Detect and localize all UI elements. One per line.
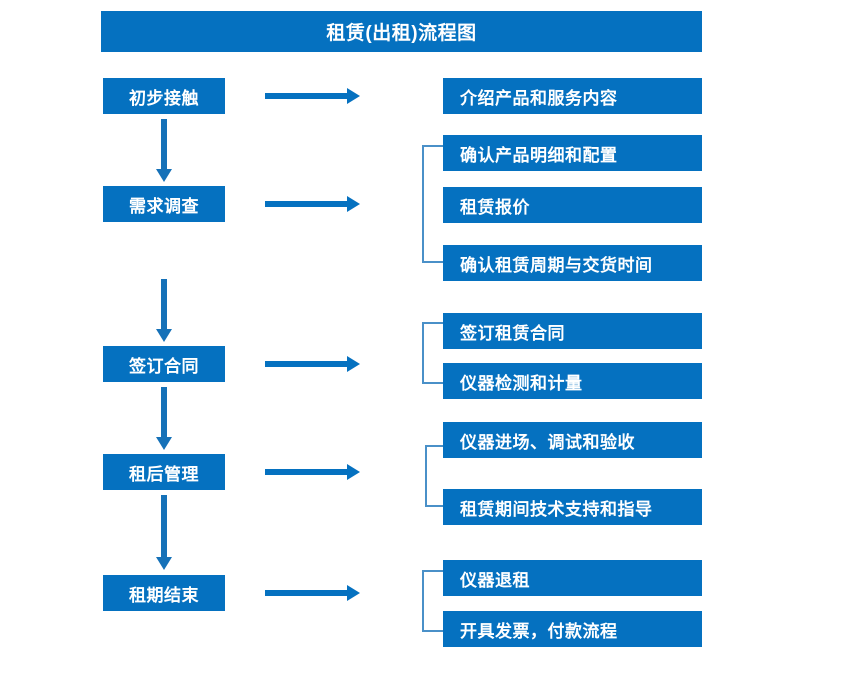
arrow-stem: [265, 361, 347, 367]
detail-box-5: 签订租赁合同: [443, 313, 702, 349]
arrow-down-icon-1: [156, 119, 172, 182]
arrow-stem: [161, 279, 167, 329]
arrow-head: [156, 557, 172, 570]
arrow-down-icon-4: [156, 495, 172, 570]
arrow-head: [347, 464, 360, 480]
detail-box-1: 介绍产品和服务内容: [443, 78, 702, 114]
arrow-head: [156, 169, 172, 182]
arrow-head: [347, 88, 360, 104]
arrow-stem: [161, 119, 167, 169]
detail-box-4: 确认租赁周期与交货时间: [443, 245, 702, 281]
group-bracket-4: [422, 570, 443, 632]
stage-box-5: 租期结束: [103, 575, 225, 611]
arrow-stem: [265, 469, 347, 475]
stage-box-3: 签订合同: [103, 346, 225, 382]
arrow-right-icon-1: [265, 88, 360, 104]
arrow-stem: [265, 93, 347, 99]
arrow-head: [156, 437, 172, 450]
page-title: 租赁(出租)流程图: [101, 11, 702, 52]
arrow-stem: [161, 387, 167, 437]
arrow-right-icon-4: [265, 464, 360, 480]
arrow-stem: [161, 495, 167, 557]
stage-box-2: 需求调查: [103, 186, 225, 222]
detail-box-7: 仪器进场、调试和验收: [443, 422, 702, 458]
stage-box-1: 初步接触: [103, 78, 225, 114]
group-bracket-2: [422, 322, 443, 384]
arrow-head: [347, 356, 360, 372]
stage-box-4: 租后管理: [103, 454, 225, 490]
detail-box-10: 开具发票，付款流程: [443, 611, 702, 647]
group-bracket-3: [425, 445, 443, 507]
group-bracket-1: [422, 145, 443, 263]
arrow-right-icon-5: [265, 585, 360, 601]
arrow-stem: [265, 590, 347, 596]
detail-box-2: 确认产品明细和配置: [443, 135, 702, 171]
detail-box-9: 仪器退租: [443, 560, 702, 596]
detail-box-6: 仪器检测和计量: [443, 363, 702, 399]
arrow-head: [347, 585, 360, 601]
arrow-down-icon-3: [156, 387, 172, 450]
detail-box-8: 租赁期间技术支持和指导: [443, 489, 702, 525]
arrow-stem: [265, 201, 347, 207]
arrow-down-icon-2: [156, 279, 172, 342]
detail-box-3: 租赁报价: [443, 187, 702, 223]
arrow-right-icon-3: [265, 356, 360, 372]
arrow-right-icon-2: [265, 196, 360, 212]
arrow-head: [156, 329, 172, 342]
arrow-head: [347, 196, 360, 212]
